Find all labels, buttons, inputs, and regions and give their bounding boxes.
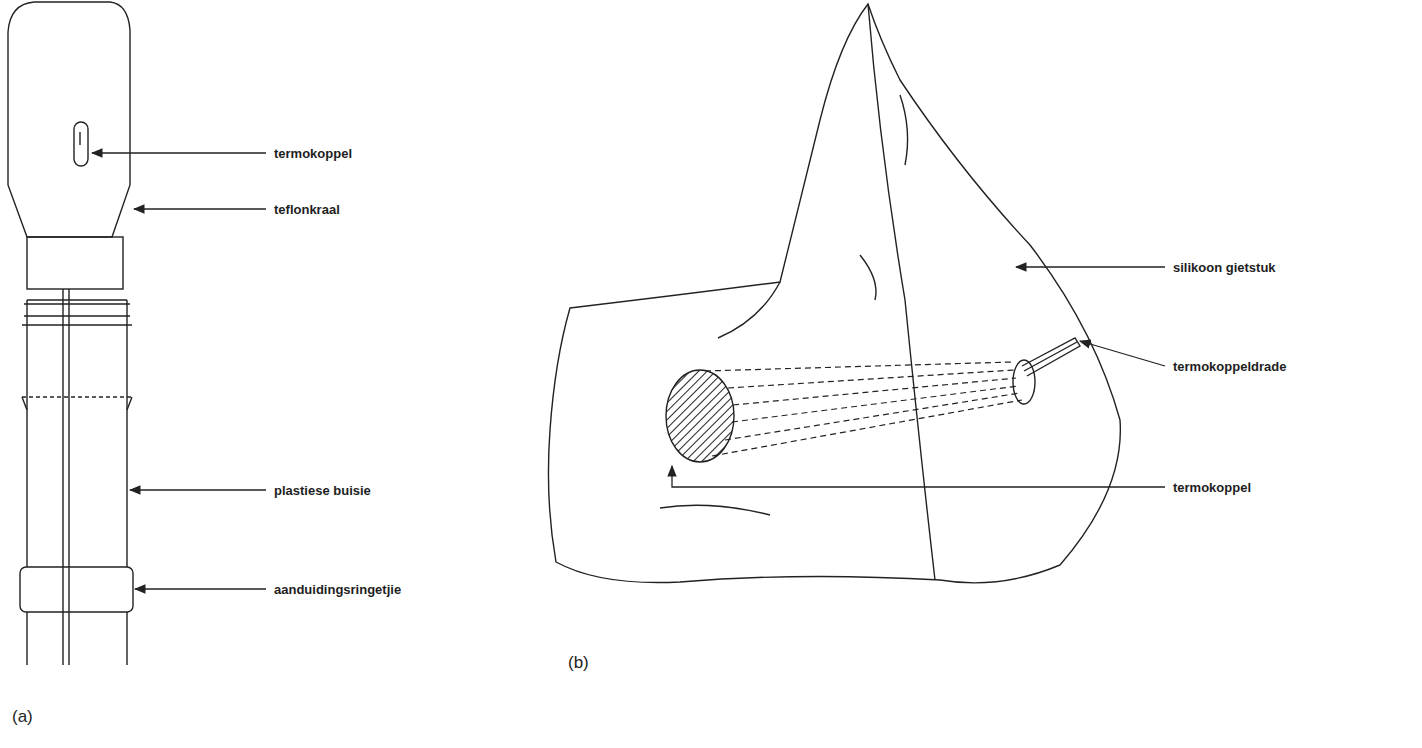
label: silikoon gietstuk — [1173, 261, 1276, 274]
panel-caption: (a) — [12, 708, 33, 725]
label: termokoppeldrade — [1173, 360, 1286, 373]
label: termokoppel — [1173, 481, 1251, 494]
label: plastiese buisie — [274, 484, 371, 497]
leader-lines — [92, 153, 1165, 589]
label: termokoppel — [274, 147, 352, 160]
label: teflonkraal — [274, 203, 340, 216]
probe-drawing — [8, 2, 133, 665]
silicone-casting-drawing — [548, 4, 1120, 583]
panel-caption: (b) — [568, 654, 589, 671]
label: aanduidingsringetjie — [274, 583, 401, 596]
